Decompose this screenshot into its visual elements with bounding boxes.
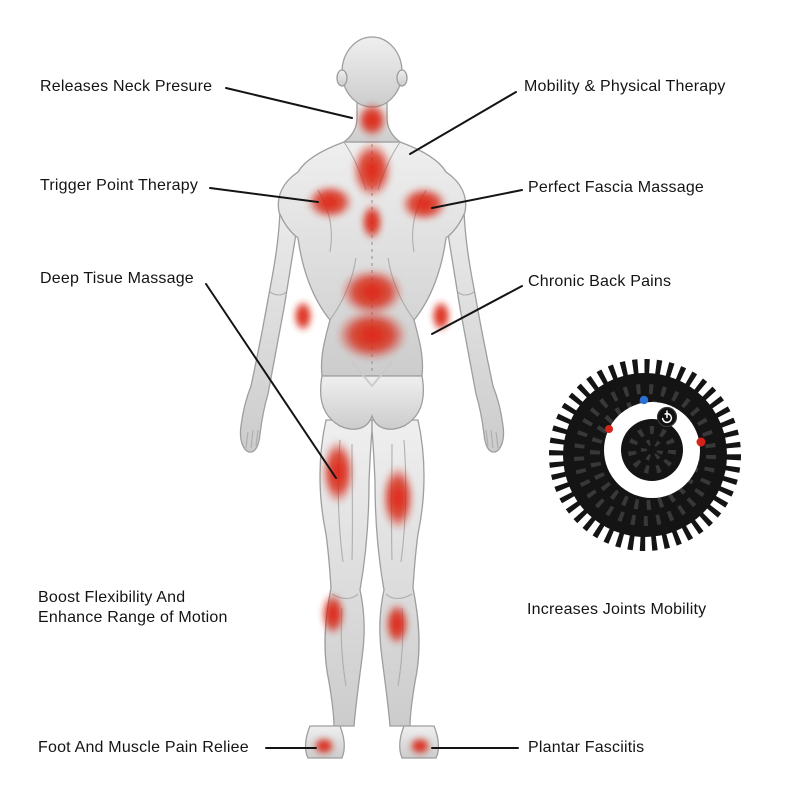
highlight-left-knee bbox=[321, 593, 345, 635]
ball-indicator-blue-dot bbox=[639, 395, 649, 405]
callout-label-joints-mobility: Increases Joints Mobility bbox=[527, 601, 707, 618]
leader-deep-tissue bbox=[205, 283, 337, 479]
highlight-right-knee bbox=[385, 603, 409, 645]
pain-highlight-overlays bbox=[293, 103, 451, 755]
figure-right-ear bbox=[396, 69, 408, 87]
callout-label-flexibility: Boost Flexibility And Enhance Range of M… bbox=[38, 588, 228, 628]
highlight-neck bbox=[357, 103, 387, 137]
leader-fascia bbox=[431, 189, 523, 209]
ball-power-button bbox=[656, 406, 678, 428]
figure-head bbox=[341, 36, 403, 108]
callout-label-plantar: Plantar Fasciitis bbox=[528, 739, 645, 756]
highlight-right-shoulder bbox=[401, 187, 447, 221]
callout-label-flexibility-line2: Enhance Range of Motion bbox=[38, 609, 228, 626]
ball-indicator-red-dot-left bbox=[605, 425, 613, 433]
highlight-mid-spine bbox=[361, 204, 383, 240]
highlight-left-shoulder bbox=[307, 185, 353, 219]
callout-label-flexibility-line1: Boost Flexibility And bbox=[38, 589, 186, 606]
callout-leader-lines bbox=[205, 87, 523, 749]
callout-label-chronic-back: Chronic Back Pains bbox=[528, 273, 672, 290]
callout-label-releases-neck: Releases Neck Presure bbox=[40, 78, 213, 95]
figure-left-ear bbox=[336, 69, 348, 87]
figure-right-leg bbox=[371, 419, 425, 727]
callout-label-fascia: Perfect Fascia Massage bbox=[528, 179, 705, 196]
power-icon bbox=[661, 410, 673, 424]
highlight-right-hamstring bbox=[382, 466, 414, 530]
leader-trigger-point bbox=[209, 187, 319, 203]
leader-chronic-back bbox=[431, 285, 523, 335]
callout-label-mobility: Mobility & Physical Therapy bbox=[524, 78, 726, 95]
spiky-massage-ball bbox=[549, 359, 741, 551]
figure-pelvis bbox=[319, 375, 425, 430]
callout-label-foot-pain: Foot And Muscle Pain Reliee bbox=[38, 739, 249, 756]
highlight-left-hip bbox=[293, 300, 313, 332]
highlight-upper-spine bbox=[352, 142, 392, 198]
highlight-lower-back bbox=[337, 310, 407, 360]
ball-indicator-red-dot-right bbox=[696, 437, 706, 447]
ball-spikes bbox=[549, 359, 741, 551]
ball-center-texture bbox=[628, 426, 676, 474]
callout-label-trigger-point: Trigger Point Therapy bbox=[40, 177, 199, 194]
callout-label-deep-tissue: Deep Tisue Massage bbox=[40, 270, 194, 287]
figure-left-arm bbox=[239, 170, 299, 453]
highlight-right-hip bbox=[431, 300, 451, 332]
highlight-right-heel bbox=[409, 737, 431, 755]
highlight-mid-back bbox=[341, 269, 403, 315]
highlight-left-heel bbox=[313, 737, 335, 755]
leader-releases-neck bbox=[225, 87, 353, 119]
leader-mobility bbox=[409, 91, 517, 155]
highlight-left-hamstring bbox=[322, 440, 354, 504]
